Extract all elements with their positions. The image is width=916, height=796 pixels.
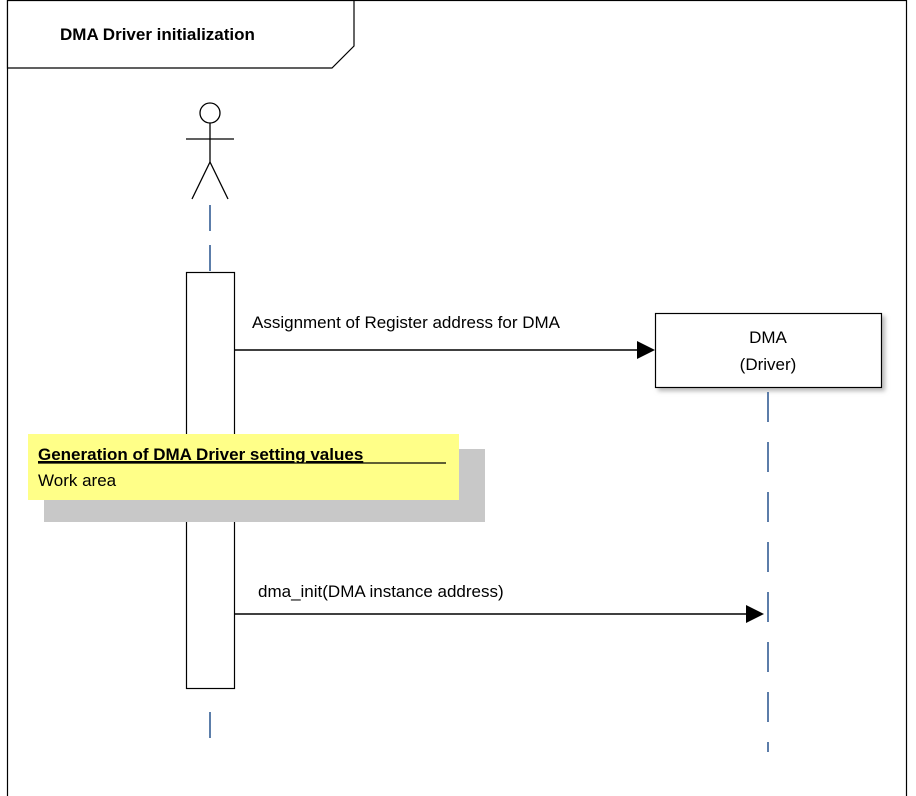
message-1-arrowhead <box>637 341 655 359</box>
message-2-label: dma_init(DMA instance address) <box>258 582 504 601</box>
note-body: Work area <box>38 471 117 490</box>
note-title: Generation of DMA Driver setting values <box>38 445 363 464</box>
dma-driver-label-line1: DMA <box>749 328 787 347</box>
actor-icon <box>186 102 234 200</box>
frame-title: DMA Driver initialization <box>60 25 255 44</box>
message-2-arrowhead <box>746 605 764 623</box>
frame-title-tab <box>6 0 355 69</box>
dma-driver-label-line2: (Driver) <box>740 355 797 374</box>
note-box <box>28 434 459 500</box>
diagram-frame <box>6 0 908 796</box>
dma-driver-box <box>654 312 883 389</box>
message-1-label: Assignment of Register address for DMA <box>252 313 561 332</box>
